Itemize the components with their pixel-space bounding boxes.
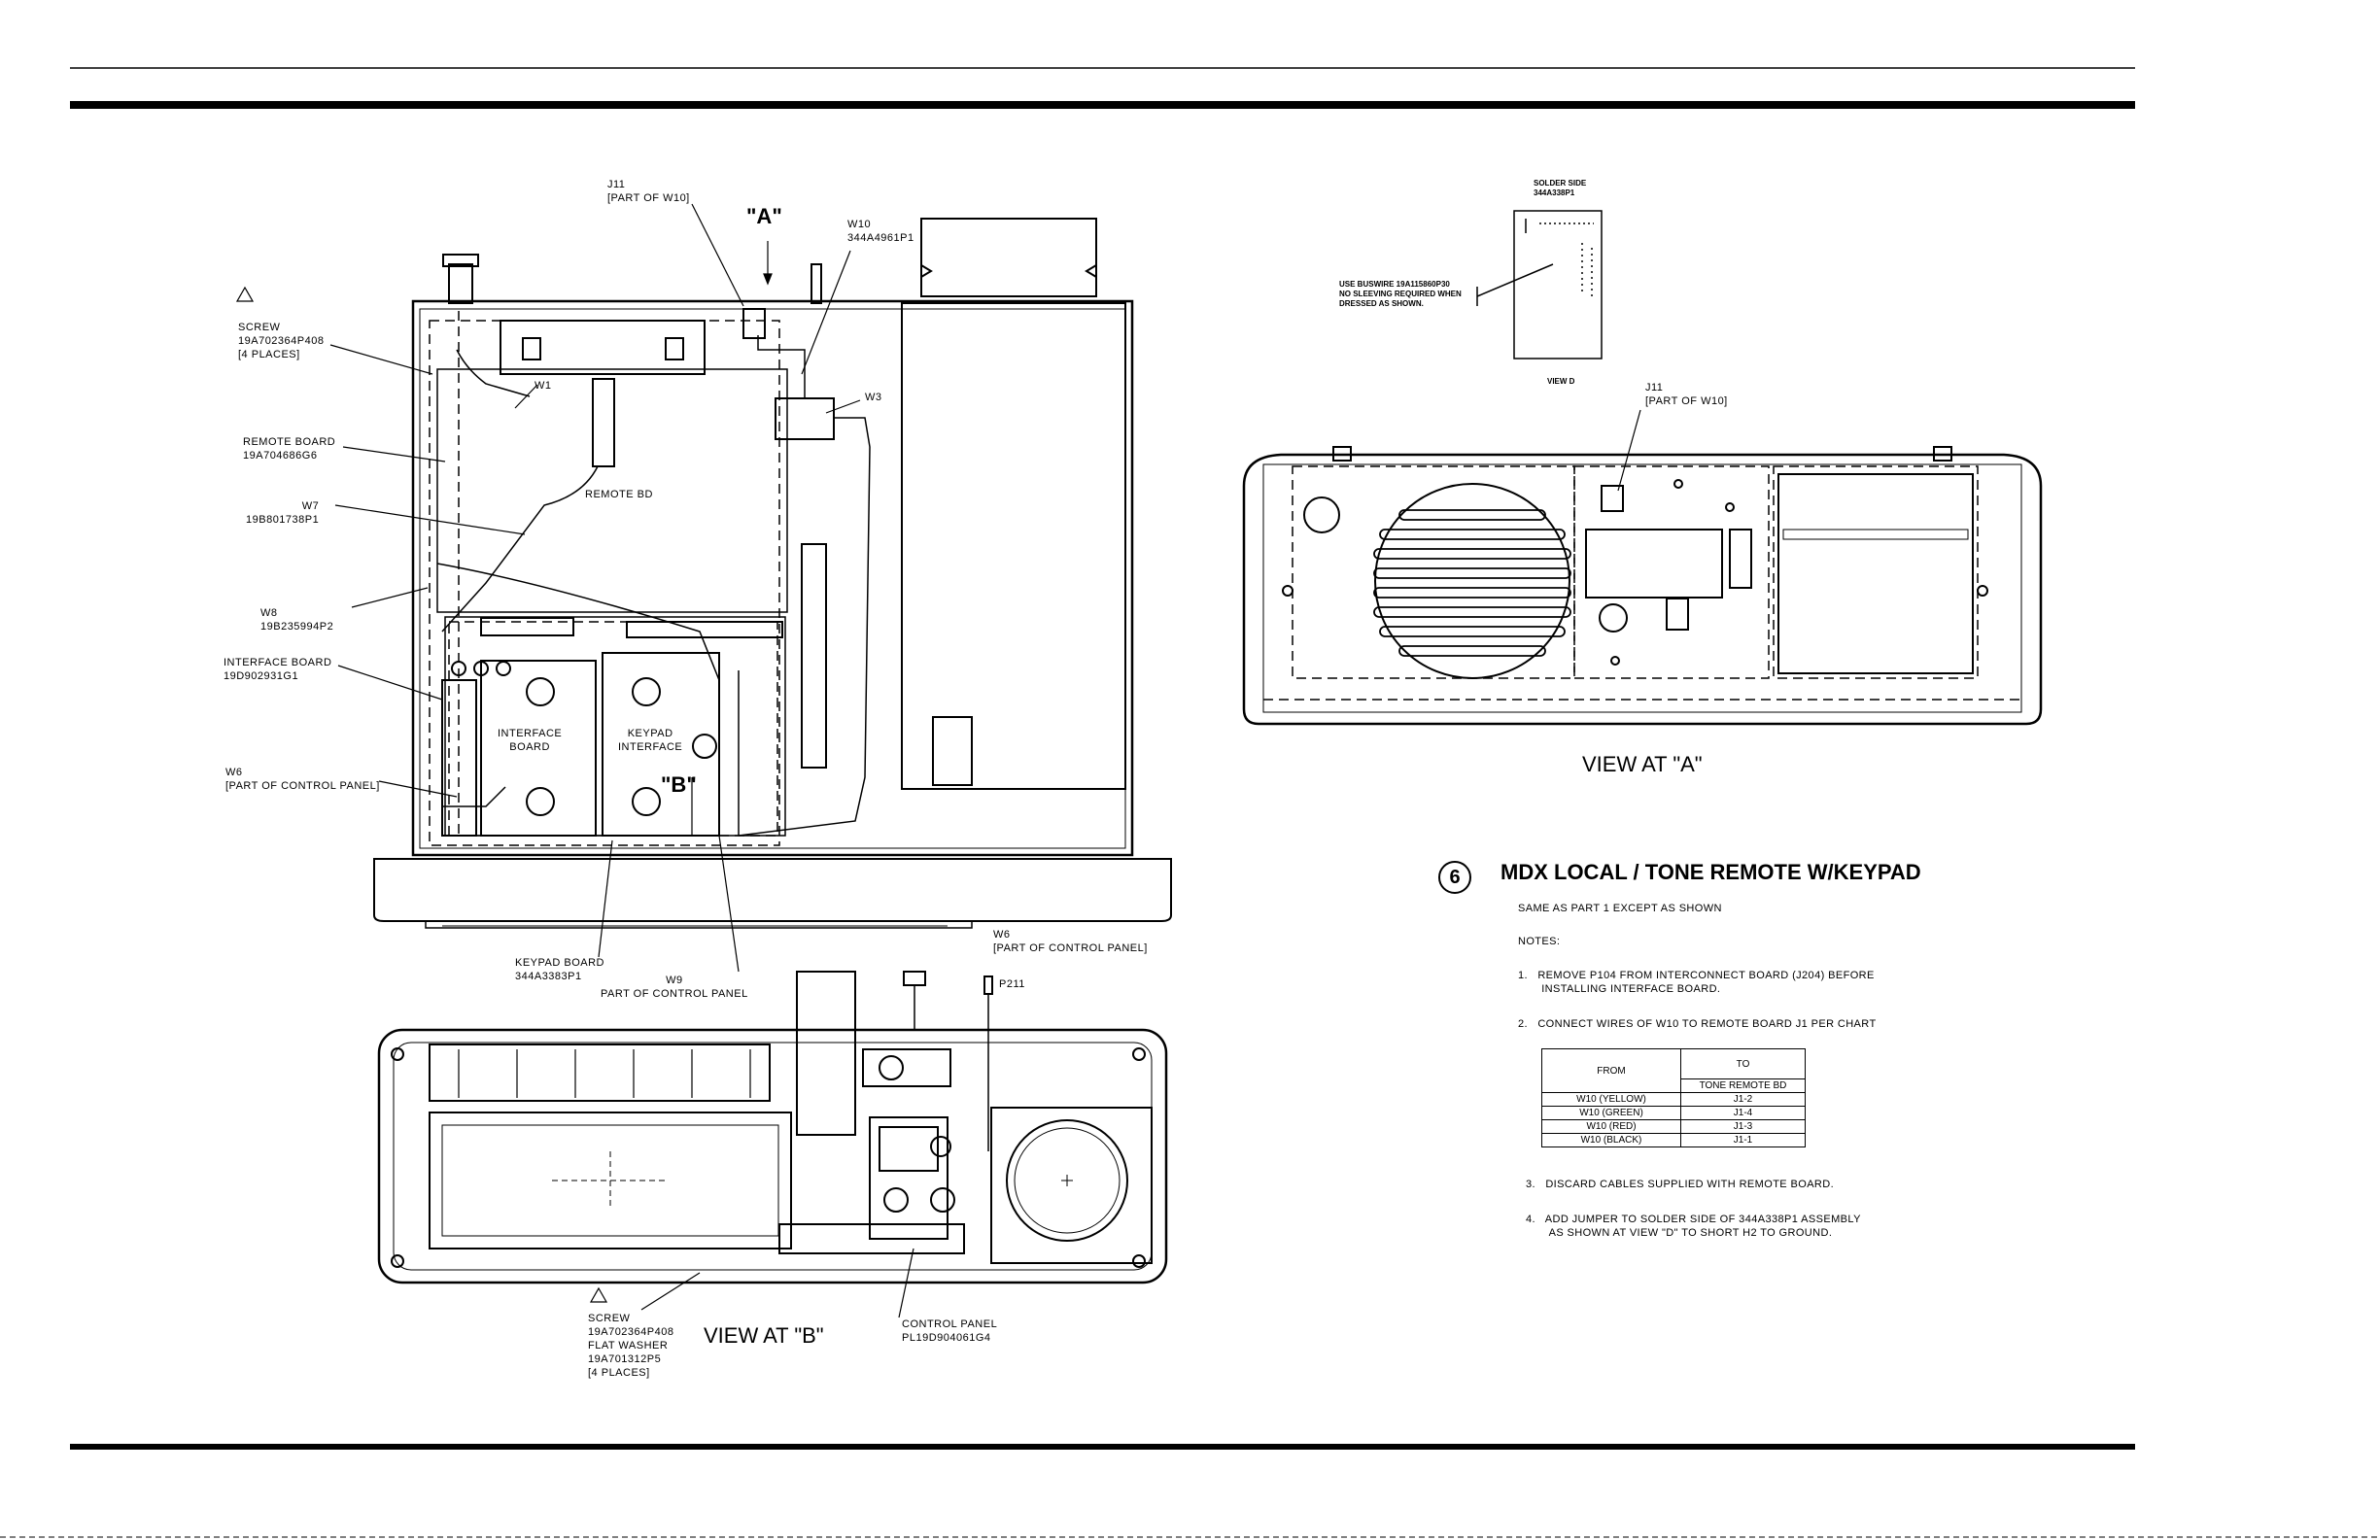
chart-cell-to: J1-4	[1680, 1106, 1806, 1120]
callout-solder-side: SOLDER SIDE 344A338P1	[1534, 179, 1587, 197]
callout-w1: W1	[535, 380, 552, 392]
chart-col-to-sub: TONE REMOTE BD	[1680, 1078, 1806, 1093]
chart-cell-from: W10 (BLACK)	[1541, 1133, 1681, 1147]
view-a-rear-panel	[1242, 446, 2043, 726]
note-2: 2. CONNECT WIRES OF W10 TO REMOTE BOARD …	[1518, 1018, 1877, 1030]
warning-triangle-icon	[235, 286, 255, 302]
callout-buswire: USE BUSWIRE 19A115860P30 NO SLEEVING REQ…	[1339, 280, 1462, 308]
wire-connection-chart: FROM TO TONE REMOTE BD W10 (YELLOW) J1-2…	[1541, 1048, 1806, 1147]
footer-thick-rule	[70, 1444, 2135, 1450]
top-view-radio-chassis	[373, 218, 1172, 929]
table-row: W10 (RED) J1-3	[1541, 1119, 1806, 1134]
view-a-dashed-outlines	[1263, 465, 2021, 701]
note-3: 3. DISCARD CABLES SUPPLIED WITH REMOTE B…	[1526, 1179, 1835, 1190]
table-row: W10 (YELLOW) J1-2	[1541, 1092, 1806, 1107]
callout-remote-board: REMOTE BOARD 19A704686G6	[243, 436, 336, 462]
view-b-title: VIEW AT "B"	[704, 1323, 824, 1348]
section-title: MDX LOCAL / TONE REMOTE W/KEYPAD	[1500, 860, 1921, 884]
chart-cell-to: J1-2	[1680, 1092, 1806, 1107]
callout-w10: W10 344A4961P1	[847, 219, 914, 244]
callout-p211: P211	[999, 978, 1025, 990]
section-number-badge: 6	[1438, 861, 1471, 894]
header-thick-rule	[70, 101, 2135, 109]
section-subtitle: SAME AS PART 1 EXCEPT AS SHOWN	[1518, 903, 1722, 914]
callout-view-d: VIEW D	[1547, 377, 1575, 386]
table-row: W10 (GREEN) J1-4	[1541, 1106, 1806, 1120]
callout-w6-left: W6 [PART OF CONTROL PANEL]	[225, 767, 380, 792]
top-view-wiring	[436, 335, 871, 837]
view-b-marker-label: "B"	[661, 772, 697, 797]
note-4: 4. ADD JUMPER TO SOLDER SIDE OF 344A338P…	[1526, 1214, 1861, 1239]
chart-header-row: FROM TO	[1541, 1048, 1806, 1093]
callout-w6-right: W6 [PART OF CONTROL PANEL]	[993, 929, 1148, 954]
chart-cell-to: J1-3	[1680, 1119, 1806, 1134]
view-a-marker-label: "A"	[746, 204, 782, 228]
table-row: W10 (BLACK) J1-1	[1541, 1133, 1806, 1147]
chart-cell-to: J1-1	[1680, 1133, 1806, 1147]
view-a-title: VIEW AT "A"	[1582, 752, 1703, 776]
callout-w8: W8 19B235994P2	[260, 607, 334, 633]
view-d-solder-side	[1476, 210, 1603, 359]
top-view-dashed-outlines	[429, 311, 780, 846]
callout-w7: W7 19B801738P1	[246, 500, 320, 526]
chart-cell-from: W10 (YELLOW)	[1541, 1092, 1681, 1107]
notes-heading: NOTES:	[1518, 936, 1561, 947]
callout-w3: W3	[865, 392, 882, 403]
view-b-control-panel	[377, 971, 1168, 1284]
warning-triangle-icon	[589, 1286, 608, 1303]
view-a-leaders	[1617, 409, 1641, 492]
note-1: 1. REMOVE P104 FROM INTERCONNECT BOARD (…	[1518, 970, 1875, 995]
interface-board-inner-label: INTERFACE BOARD	[498, 728, 563, 753]
callout-control-panel: CONTROL PANEL PL19D904061G4	[902, 1318, 998, 1344]
chart-col-from: FROM	[1541, 1048, 1681, 1093]
callout-interface-board: INTERFACE BOARD 19D902931G1	[224, 657, 332, 682]
keypad-interface-inner-label: KEYPAD INTERFACE	[618, 728, 683, 753]
view-b-leaders	[640, 1248, 914, 1318]
callout-j11-right: J11 [PART OF W10]	[1645, 382, 1728, 407]
chart-cell-from: W10 (RED)	[1541, 1119, 1681, 1134]
callout-screw-bottom: SCREW 19A702364P408 FLAT WASHER 19A70131…	[588, 1313, 674, 1379]
callout-j11-part-of-w10: J11 [PART OF W10]	[607, 179, 690, 204]
chart-cell-from: W10 (GREEN)	[1541, 1106, 1681, 1120]
callout-keypad-board: KEYPAD BOARD 344A3383P1	[515, 957, 604, 982]
top-view-leaders	[329, 203, 861, 973]
callout-w9: W9 PART OF CONTROL PANEL	[601, 975, 748, 1000]
callout-screw-top: SCREW 19A702364P408 [4 PLACES]	[238, 322, 325, 360]
remote-bd-label: REMOTE BD	[585, 489, 653, 500]
chart-col-to: TO	[1680, 1048, 1806, 1079]
